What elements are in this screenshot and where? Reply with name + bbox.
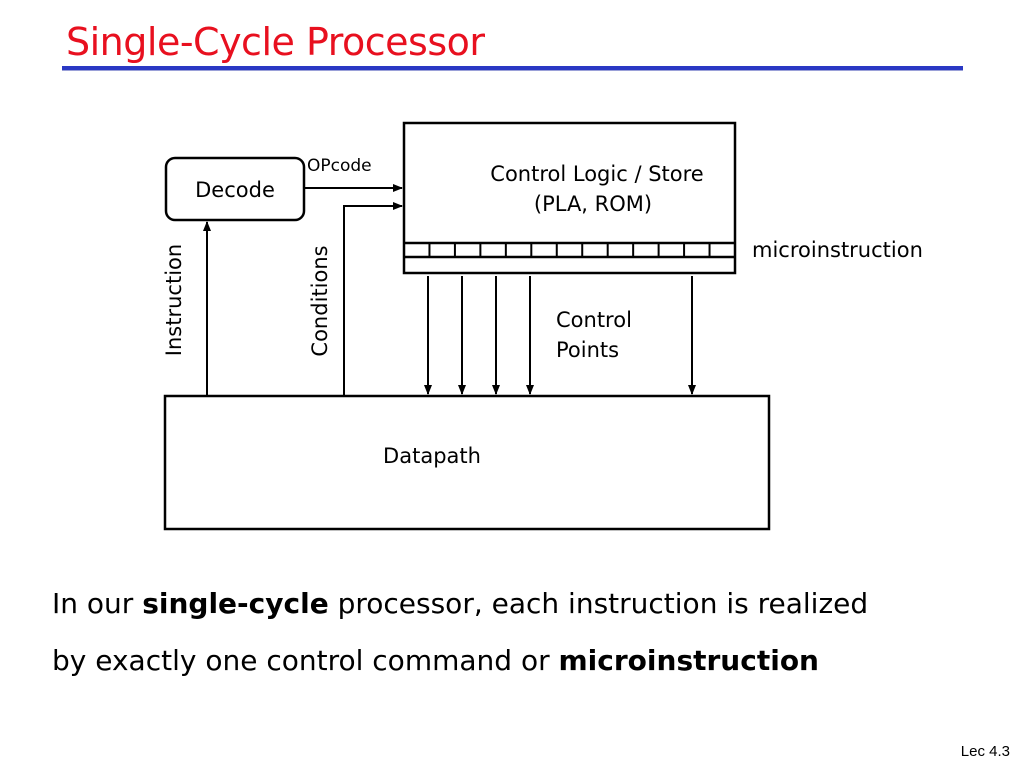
control-logic-title-line2: (PLA, ROM) bbox=[534, 192, 652, 216]
title-underline-shadow bbox=[62, 70, 963, 71]
slide-footer: Lec 4.3 bbox=[960, 743, 1010, 760]
body-line1-pre: In our bbox=[52, 587, 143, 620]
datapath-box bbox=[163, 394, 771, 531]
body-line1-bold: single-cycle bbox=[142, 587, 329, 620]
control-logic-title-line1: Control Logic / Store bbox=[490, 162, 703, 186]
decode-label: Decode bbox=[195, 178, 275, 202]
conditions-arrow bbox=[343, 202, 403, 396]
body-line1-post: processor, each instruction is realized bbox=[328, 587, 869, 620]
control-points-label-line1: Control bbox=[556, 308, 632, 332]
control-points-label-line2: Points bbox=[556, 338, 619, 362]
datapath-label: Datapath bbox=[383, 444, 481, 468]
microinstruction-register bbox=[404, 241, 735, 259]
microinstruction-label: microinstruction bbox=[752, 238, 923, 262]
instruction-label: Instruction bbox=[162, 244, 186, 356]
slide-title: Single-Cycle Processor bbox=[66, 20, 485, 64]
body-line2-pre: by exactly one control command or bbox=[52, 644, 559, 677]
opcode-label: OPcode bbox=[307, 156, 372, 176]
body-text-line-1: In our single-cycle processor, each inst… bbox=[52, 584, 1002, 624]
conditions-label: Conditions bbox=[308, 245, 332, 356]
control-logic-box bbox=[402, 121, 737, 275]
title-underline bbox=[62, 66, 963, 70]
body-line2-bold: microinstruction bbox=[558, 644, 820, 677]
body-text-line-2: by exactly one control command or microi… bbox=[52, 641, 1002, 681]
